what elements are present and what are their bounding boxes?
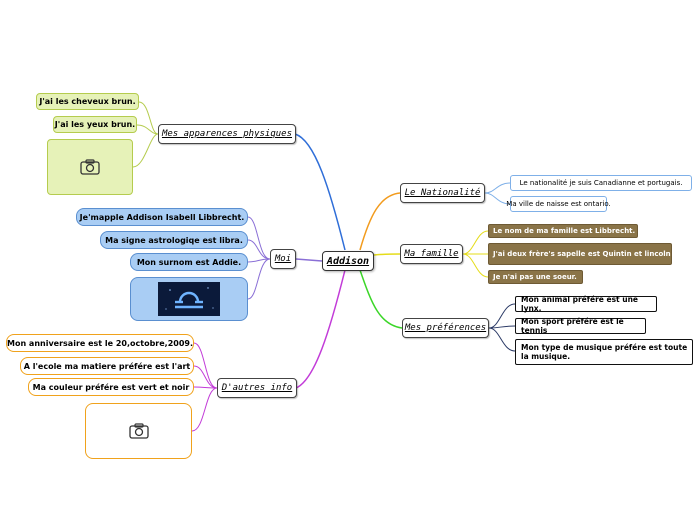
nationalite-item[interactable]: Ma ville de naisse est ontario.: [506, 196, 611, 212]
preferences-item[interactable]: Mon sport préfére est le tennis: [515, 317, 646, 335]
branch-apparences[interactable]: Mes apparences physiques: [158, 124, 296, 144]
autres-item[interactable]: Ma couleur préfére est vert et noir: [28, 378, 194, 396]
moi-item[interactable]: Mon surnom est Addie.: [130, 253, 248, 271]
camera-icon: [128, 423, 149, 439]
branch-moi[interactable]: Moi: [270, 249, 296, 269]
moi-item[interactable]: Je'mapple Addison Isabell Libbrecht.: [76, 208, 248, 226]
preferences-item[interactable]: Mon animal préfére est une lynx.: [515, 295, 657, 313]
branch-famille[interactable]: Ma famille: [400, 244, 463, 264]
moi-item[interactable]: Ma signe astrologiqe est libra.: [100, 231, 248, 249]
autres-item[interactable]: A l'ecole ma matiere préfére est l'art: [20, 357, 194, 375]
apparences-item[interactable]: J'ai les cheveux brun.: [36, 93, 139, 110]
famille-item[interactable]: Je n'ai pas une soeur.: [488, 270, 583, 284]
apparences-item[interactable]: J'ai les yeux brun.: [53, 116, 137, 133]
branch-preferences[interactable]: Mes préférences: [402, 318, 489, 338]
branch-nationalite[interactable]: Le Nationalité: [400, 183, 485, 203]
autres-item[interactable]: Mon anniversaire est le 20,octobre,2009.: [6, 334, 194, 352]
libra-image: [158, 282, 220, 316]
famille-item[interactable]: Le nom de ma famille est Libbrecht.: [488, 224, 638, 238]
famille-item[interactable]: J'ai deux frère's sapelle est Quintin et…: [488, 243, 672, 265]
central-topic[interactable]: Addison: [322, 251, 374, 271]
image-placeholder[interactable]: [47, 139, 133, 195]
preferences-item[interactable]: Mon type de musique préfére est toute la…: [515, 339, 693, 365]
camera-icon: [80, 159, 100, 175]
nationalite-item[interactable]: Le nationalité je suis Canadianne et por…: [510, 175, 692, 191]
image-placeholder[interactable]: [85, 403, 192, 459]
branch-autres[interactable]: D'autres info: [217, 378, 297, 398]
libra-image-box[interactable]: [130, 277, 248, 321]
